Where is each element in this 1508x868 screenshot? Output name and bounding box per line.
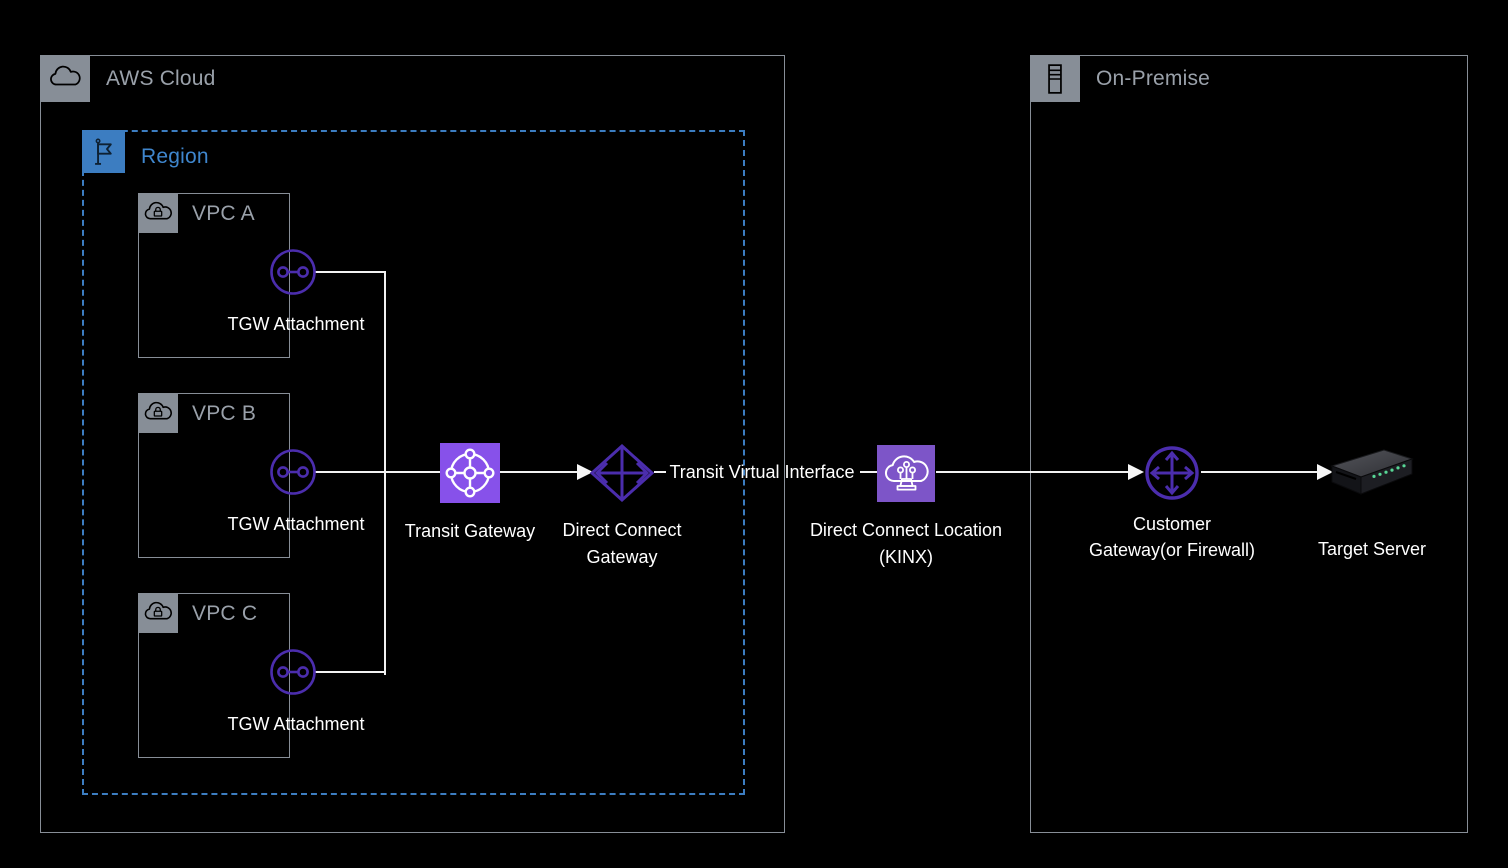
customer-gateway-label-line1: Customer <box>1132 514 1212 534</box>
arrowhead-icon <box>1128 464 1144 480</box>
region-label: Region <box>141 145 209 168</box>
connector-vpcc-to-bus <box>315 671 385 673</box>
connector-label-to-dcl <box>860 471 877 473</box>
aws-cloud-icon <box>40 55 90 102</box>
direct-connect-gateway-icon <box>590 444 654 502</box>
tgw-attachment-label: TGW Attachment <box>227 314 365 334</box>
on-premise-label: On-Premise <box>1096 67 1211 90</box>
vpc-a-label: VPC A <box>192 202 255 225</box>
aws-cloud-label: AWS Cloud <box>106 67 216 90</box>
vpc-a-box <box>138 193 290 358</box>
connector-dcg-to-label <box>654 471 666 473</box>
target-server-label: Target Server <box>1317 539 1427 559</box>
connector-dcl-to-cgw <box>936 471 1128 473</box>
direct-connect-location-icon <box>877 445 935 502</box>
connector-tgw-to-dcg <box>500 471 577 473</box>
tgw-attachment-label: TGW Attachment <box>227 514 365 534</box>
vpc-icon <box>138 393 178 433</box>
direct-connect-location-label-line1: Direct Connect Location <box>809 520 1003 540</box>
transit-gateway-icon <box>440 443 500 503</box>
tgw-attachment-icon <box>269 648 317 696</box>
transit-virtual-interface-label: Transit Virtual Interface <box>669 462 855 482</box>
connector-vpca-to-bus <box>315 271 385 273</box>
direct-connect-gateway-label-line1: Direct Connect <box>562 520 682 540</box>
customer-gateway-icon <box>1143 444 1201 502</box>
target-server-icon <box>1330 446 1414 500</box>
connector-vpcb-to-tgw <box>315 471 440 473</box>
vpc-icon <box>138 593 178 633</box>
connector-cgw-to-server <box>1201 471 1317 473</box>
connector-bus-vertical <box>384 271 386 675</box>
tgw-attachment-icon <box>269 248 317 296</box>
on-premise-icon <box>1030 55 1080 102</box>
customer-gateway-label-line2: Gateway(or Firewall) <box>1088 540 1256 560</box>
on-premise-group <box>1030 55 1468 833</box>
vpc-c-box <box>138 593 290 758</box>
vpc-c-label: VPC C <box>192 602 258 625</box>
region-flag-icon <box>82 130 125 173</box>
aws-cloud-group <box>40 55 785 833</box>
tgw-attachment-label: TGW Attachment <box>227 714 365 734</box>
vpc-b-box <box>138 393 290 558</box>
region-group <box>82 130 745 795</box>
arrowhead-icon <box>1317 464 1333 480</box>
vpc-b-label: VPC B <box>192 402 257 425</box>
transit-gateway-label: Transit Gateway <box>404 521 536 541</box>
tgw-attachment-icon <box>269 448 317 496</box>
arrowhead-icon <box>577 464 593 480</box>
direct-connect-gateway-label-line2: Gateway <box>586 547 658 567</box>
vpc-icon <box>138 193 178 233</box>
direct-connect-location-label-line2: (KINX) <box>879 547 933 567</box>
